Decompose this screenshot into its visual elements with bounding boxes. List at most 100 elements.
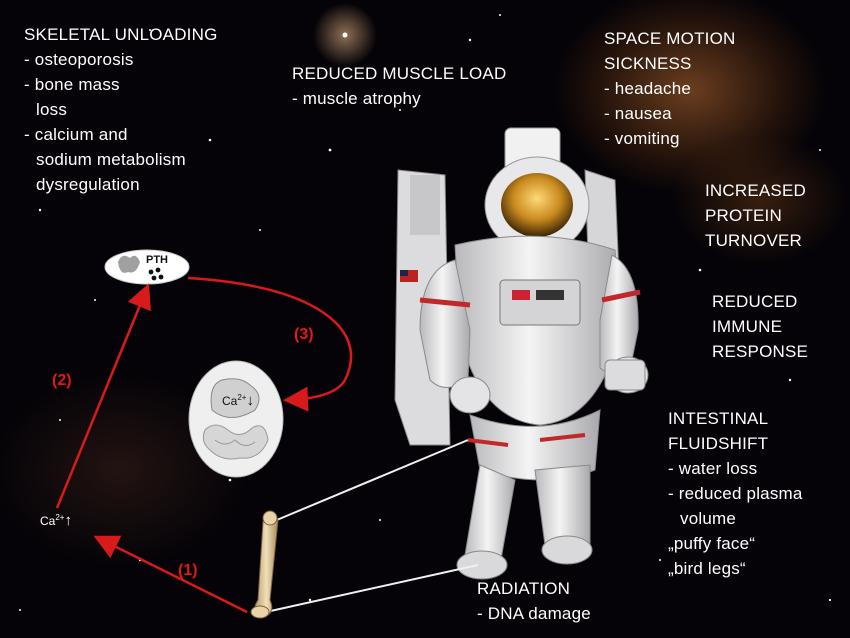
star [59,419,61,421]
star [698,268,702,272]
bone-callout-line-bottom [265,564,479,613]
calcium-symbol: Ca [40,514,56,528]
motion-item: - nausea [604,104,672,123]
calcium-feedback-arrows [55,276,353,614]
right-leg-band [539,433,586,442]
intestinal-item: - reduced plasma [668,484,803,503]
immune-line: RESPONSE [712,342,809,361]
gland-dot [158,274,164,280]
star [228,478,232,482]
skeletal-unloading-block: SKELETAL UNLOADING - osteoporosis - bone… [24,22,218,197]
right-boot [541,535,593,565]
calcium-rising-label: Ca2+↑ [40,512,72,529]
right-arm [599,254,639,375]
star [208,138,212,142]
calcium-falling-label: Ca2+↓ [222,392,254,409]
skeletal-item: dysregulation [36,175,140,194]
helmet-visor [501,173,573,237]
step-3-label: (3) [294,326,314,343]
calcium-symbol: Ca [222,394,238,408]
star [399,109,401,111]
motion-item: - headache [604,79,692,98]
skeletal-item: loss [36,100,68,119]
intestinal-fluidshift-block: INTESTINAL FLUIDSHIFT - water loss - red… [668,406,803,581]
motion-item: - vomiting [604,129,680,148]
intestinal-item: volume [680,509,737,528]
right-arm-band [601,289,641,303]
star [468,38,472,42]
radiation-title: RADIATION [477,579,571,598]
skeletal-item: sodium metabolism [36,150,186,169]
immune-line: REDUCED [712,292,798,311]
astronaut-figure [394,127,649,580]
step-1-label: (1) [178,562,198,579]
step-2-label: (2) [52,372,72,389]
left-glove [449,376,491,414]
protein-turnover-block: INCREASED PROTEIN TURNOVER [705,178,806,253]
left-boot [456,550,508,580]
arrow-2-calcium-to-pth [55,283,151,509]
star [19,609,21,611]
gut-egg [188,360,284,478]
skeletal-item: - bone mass [24,75,120,94]
chest-light-red [512,290,530,300]
intestine-icon [202,424,269,460]
intestinal-title-line: INTESTINAL [668,409,769,428]
left-arm-band [419,297,471,308]
chest-display [536,290,564,300]
chest-control-unit [499,279,581,326]
star [259,229,261,231]
radiation-item: - DNA damage [477,604,591,623]
star [828,598,832,602]
bone-callout-line-top [271,439,469,523]
left-leg [464,464,516,567]
arrow-1-bone-to-calcium [93,535,248,614]
star [308,598,312,602]
skeletal-item: - osteoporosis [24,50,134,69]
intestinal-item: - water loss [668,459,758,478]
star [819,149,821,151]
star [499,14,501,16]
stomach-icon [210,378,260,418]
motion-title-line: SICKNESS [604,54,692,73]
star [788,378,792,382]
motion-title-line: SPACE MOTION [604,29,736,48]
radiation-block: RADIATION - DNA damage [477,576,591,626]
femur-bone [250,510,279,619]
thyroid-icon [118,255,140,273]
reduced-muscle-load-block: REDUCED MUSCLE LOAD - muscle atrophy [292,61,506,111]
arrow-3-pth-to-gut [187,276,353,412]
muscle-item: - muscle atrophy [292,89,421,108]
bright-star [342,32,348,38]
backpack-panel [410,175,440,235]
intestinal-item: „puffy face“ [668,534,756,553]
arrow-up-icon: ↑ [64,512,72,529]
star [94,299,96,301]
star [659,559,661,561]
skeletal-unloading-title: SKELETAL UNLOADING [24,25,218,44]
immune-line: IMMUNE [712,317,783,336]
space-motion-sickness-block: SPACE MOTION SICKNESS - headache - nause… [604,26,736,151]
gland-dot [155,267,161,273]
skeletal-item: - calcium and [24,125,128,144]
calcium-charge: 2+ [237,393,247,402]
gland-dot [148,269,154,275]
left-leg-band [467,438,509,447]
star [379,519,381,521]
pth-label: PTH [146,254,168,266]
star [328,148,332,152]
protein-line: INCREASED [705,181,806,200]
calcium-charge: 2+ [55,513,65,522]
immune-response-block: REDUCED IMMUNE RESPONSE [712,289,808,364]
protein-line: TURNOVER [705,231,802,250]
intestinal-title-line: FLUIDSHIFT [668,434,769,453]
star [149,29,151,31]
right-hand-tool [604,359,646,391]
protein-line: PROTEIN [705,206,782,225]
hip-section [469,409,601,481]
star [38,208,42,212]
flag-canton [400,270,408,276]
muscle-title: REDUCED MUSCLE LOAD [292,64,507,83]
